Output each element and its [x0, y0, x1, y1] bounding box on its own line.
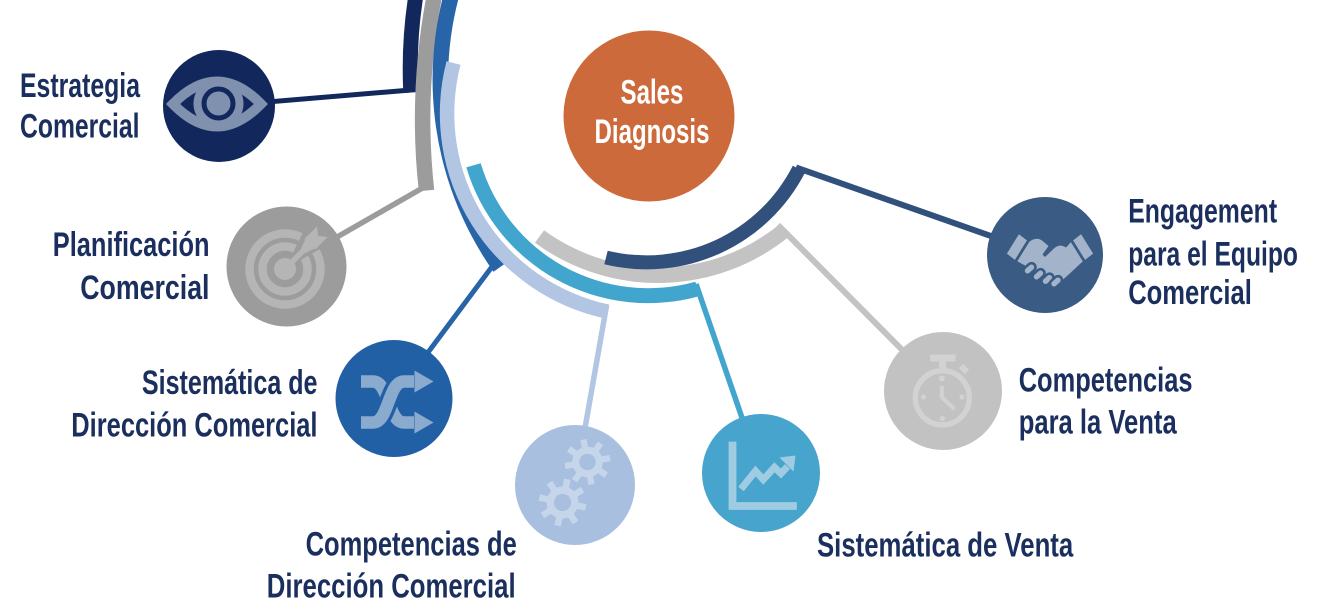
svg-text:Comercial: Comercial [1128, 274, 1252, 312]
svg-text:Competencias de: Competencias de [306, 526, 517, 564]
svg-text:Sales: Sales [621, 74, 684, 112]
svg-text:Dirección Comercial: Dirección Comercial [71, 407, 317, 445]
svg-text:Diagnosis: Diagnosis [595, 113, 710, 151]
svg-text:Planificación: Planificación [53, 226, 210, 264]
svg-text:Sistemática de Venta: Sistemática de Venta [817, 526, 1074, 564]
svg-text:Comercial: Comercial [80, 269, 209, 307]
svg-text:Sistemática de: Sistemática de [142, 364, 318, 402]
svg-text:Dirección Comercial: Dirección Comercial [267, 568, 516, 606]
svg-text:Comercial: Comercial [20, 108, 140, 146]
svg-text:Estrategia: Estrategia [20, 67, 141, 105]
svg-text:para la Venta: para la Venta [1019, 404, 1178, 442]
svg-text:para el Equipo: para el Equipo [1128, 236, 1298, 274]
svg-text:Competencias: Competencias [1019, 362, 1193, 400]
svg-text:Engagement: Engagement [1128, 193, 1277, 231]
